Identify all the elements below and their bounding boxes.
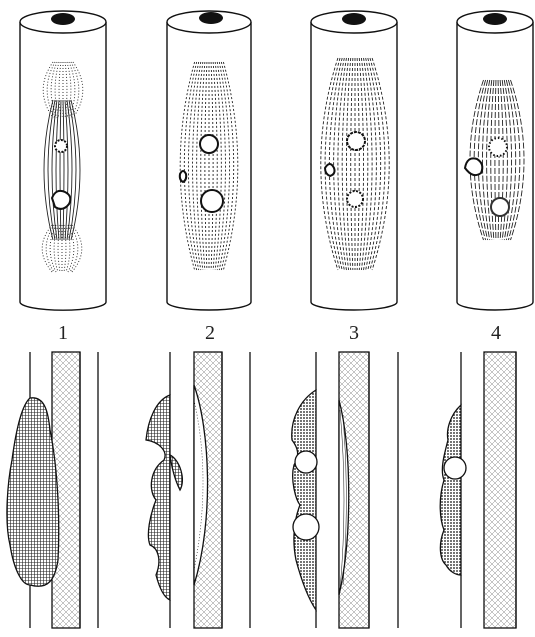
section-3 [292,352,398,628]
section-1 [7,352,98,628]
section-4 [440,352,516,628]
section-2 [146,352,250,628]
cell-layers [42,58,524,272]
stage-label-1: 1 [43,322,83,345]
cylinder-1 [20,11,106,310]
stage-label-3: 3 [334,322,374,345]
cylinder-2 [167,11,251,310]
stage-label-2: 2 [190,322,230,345]
nuclei [52,132,509,216]
stage-label-4: 4 [476,322,516,345]
cylinder-3 [311,11,397,310]
